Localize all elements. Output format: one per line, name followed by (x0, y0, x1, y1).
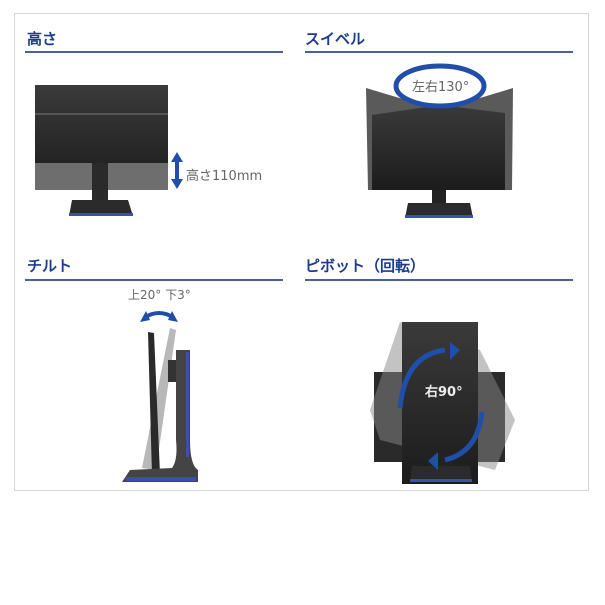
height-rule (25, 51, 283, 53)
pivot-arrow-icon (397, 347, 485, 463)
pivot-range-label: 右90° (425, 385, 463, 400)
height-range-label: 高さ110mm (186, 169, 263, 184)
height-heading: 高さ (27, 30, 58, 48)
pivot-heading: ピボット（回転） (305, 257, 426, 275)
pivot-rule (305, 279, 573, 281)
pivot-monitor-illustration (370, 322, 515, 484)
height-monitor-illustration (35, 85, 168, 216)
feature-panel (14, 13, 589, 491)
swivel-rule (305, 51, 573, 53)
swivel-range-label: 左右130° (412, 80, 470, 95)
swivel-monitor-illustration (366, 88, 513, 218)
swivel-heading: スイベル (305, 30, 366, 48)
height-arrow-icon (171, 152, 183, 189)
tilt-range-label: 上20° 下3° (128, 288, 191, 302)
tilt-monitor-illustration (122, 328, 198, 482)
tilt-rule (25, 279, 283, 281)
swivel-arrow-icon (393, 63, 487, 109)
tilt-heading: チルト (27, 257, 73, 275)
